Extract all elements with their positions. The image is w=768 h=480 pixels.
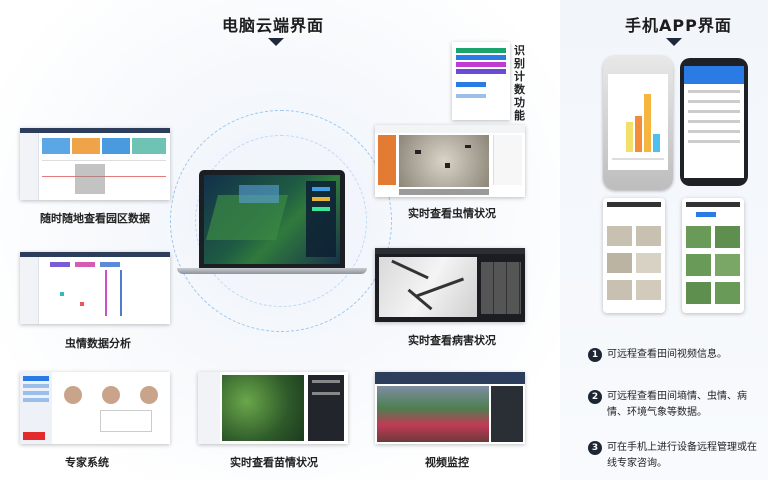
mobile-arrow-icon (666, 38, 682, 46)
feature-number-1: 1 (588, 348, 602, 362)
seedling-screenshot (198, 372, 348, 444)
video-monitor-screenshot (375, 372, 525, 444)
desktop-arrow-icon (268, 38, 284, 46)
caption-seedling: 实时查看苗情状况 (230, 456, 318, 469)
laptop-screen (204, 175, 340, 264)
expert-system-screenshot (20, 372, 170, 444)
caption-park-data: 随时随地查看园区数据 (40, 212, 150, 225)
feature-text-2: 可远程查看田间墒情、虫情、病情、环境气象等数据。 (607, 391, 747, 418)
phone-android-dark (680, 58, 748, 186)
laptop-bezel (199, 170, 345, 268)
caption-pest-analysis: 虫情数据分析 (65, 337, 131, 350)
laptop-base (177, 268, 367, 274)
caption-pest-status: 实时查看虫情状况 (408, 207, 496, 220)
phone-screen (608, 74, 668, 170)
feature-number-2: 2 (588, 390, 602, 404)
caption-disease: 实时查看病害状况 (408, 334, 496, 347)
feature-text-3: 可在手机上进行设备远程管理或在线专家咨询。 (607, 442, 757, 469)
pest-analysis-screenshot (20, 252, 170, 324)
park-data-screenshot (20, 128, 170, 200)
phone-pest-gallery (603, 198, 665, 313)
feature-number-3: 3 (588, 441, 602, 455)
decor-ring (195, 135, 367, 307)
feature-text-1: 可远程查看田间视频信息。 (607, 349, 727, 360)
decor-ring (170, 110, 392, 332)
count-function-screenshot (452, 42, 510, 120)
phone-field-gallery (682, 198, 744, 313)
laptop (177, 170, 367, 280)
desktop-heading: 电脑云端界面 (222, 16, 325, 35)
mobile-heading: 手机APP界面 (625, 16, 732, 35)
caption-expert-system: 专家系统 (65, 456, 109, 469)
phone-screen (684, 66, 744, 178)
caption-count-function: 识别计数功能 (514, 44, 525, 122)
pest-status-screenshot (375, 125, 525, 197)
disease-screenshot (375, 248, 525, 322)
caption-video-monitor: 视频监控 (425, 456, 469, 469)
phone-android-silver (603, 56, 673, 190)
